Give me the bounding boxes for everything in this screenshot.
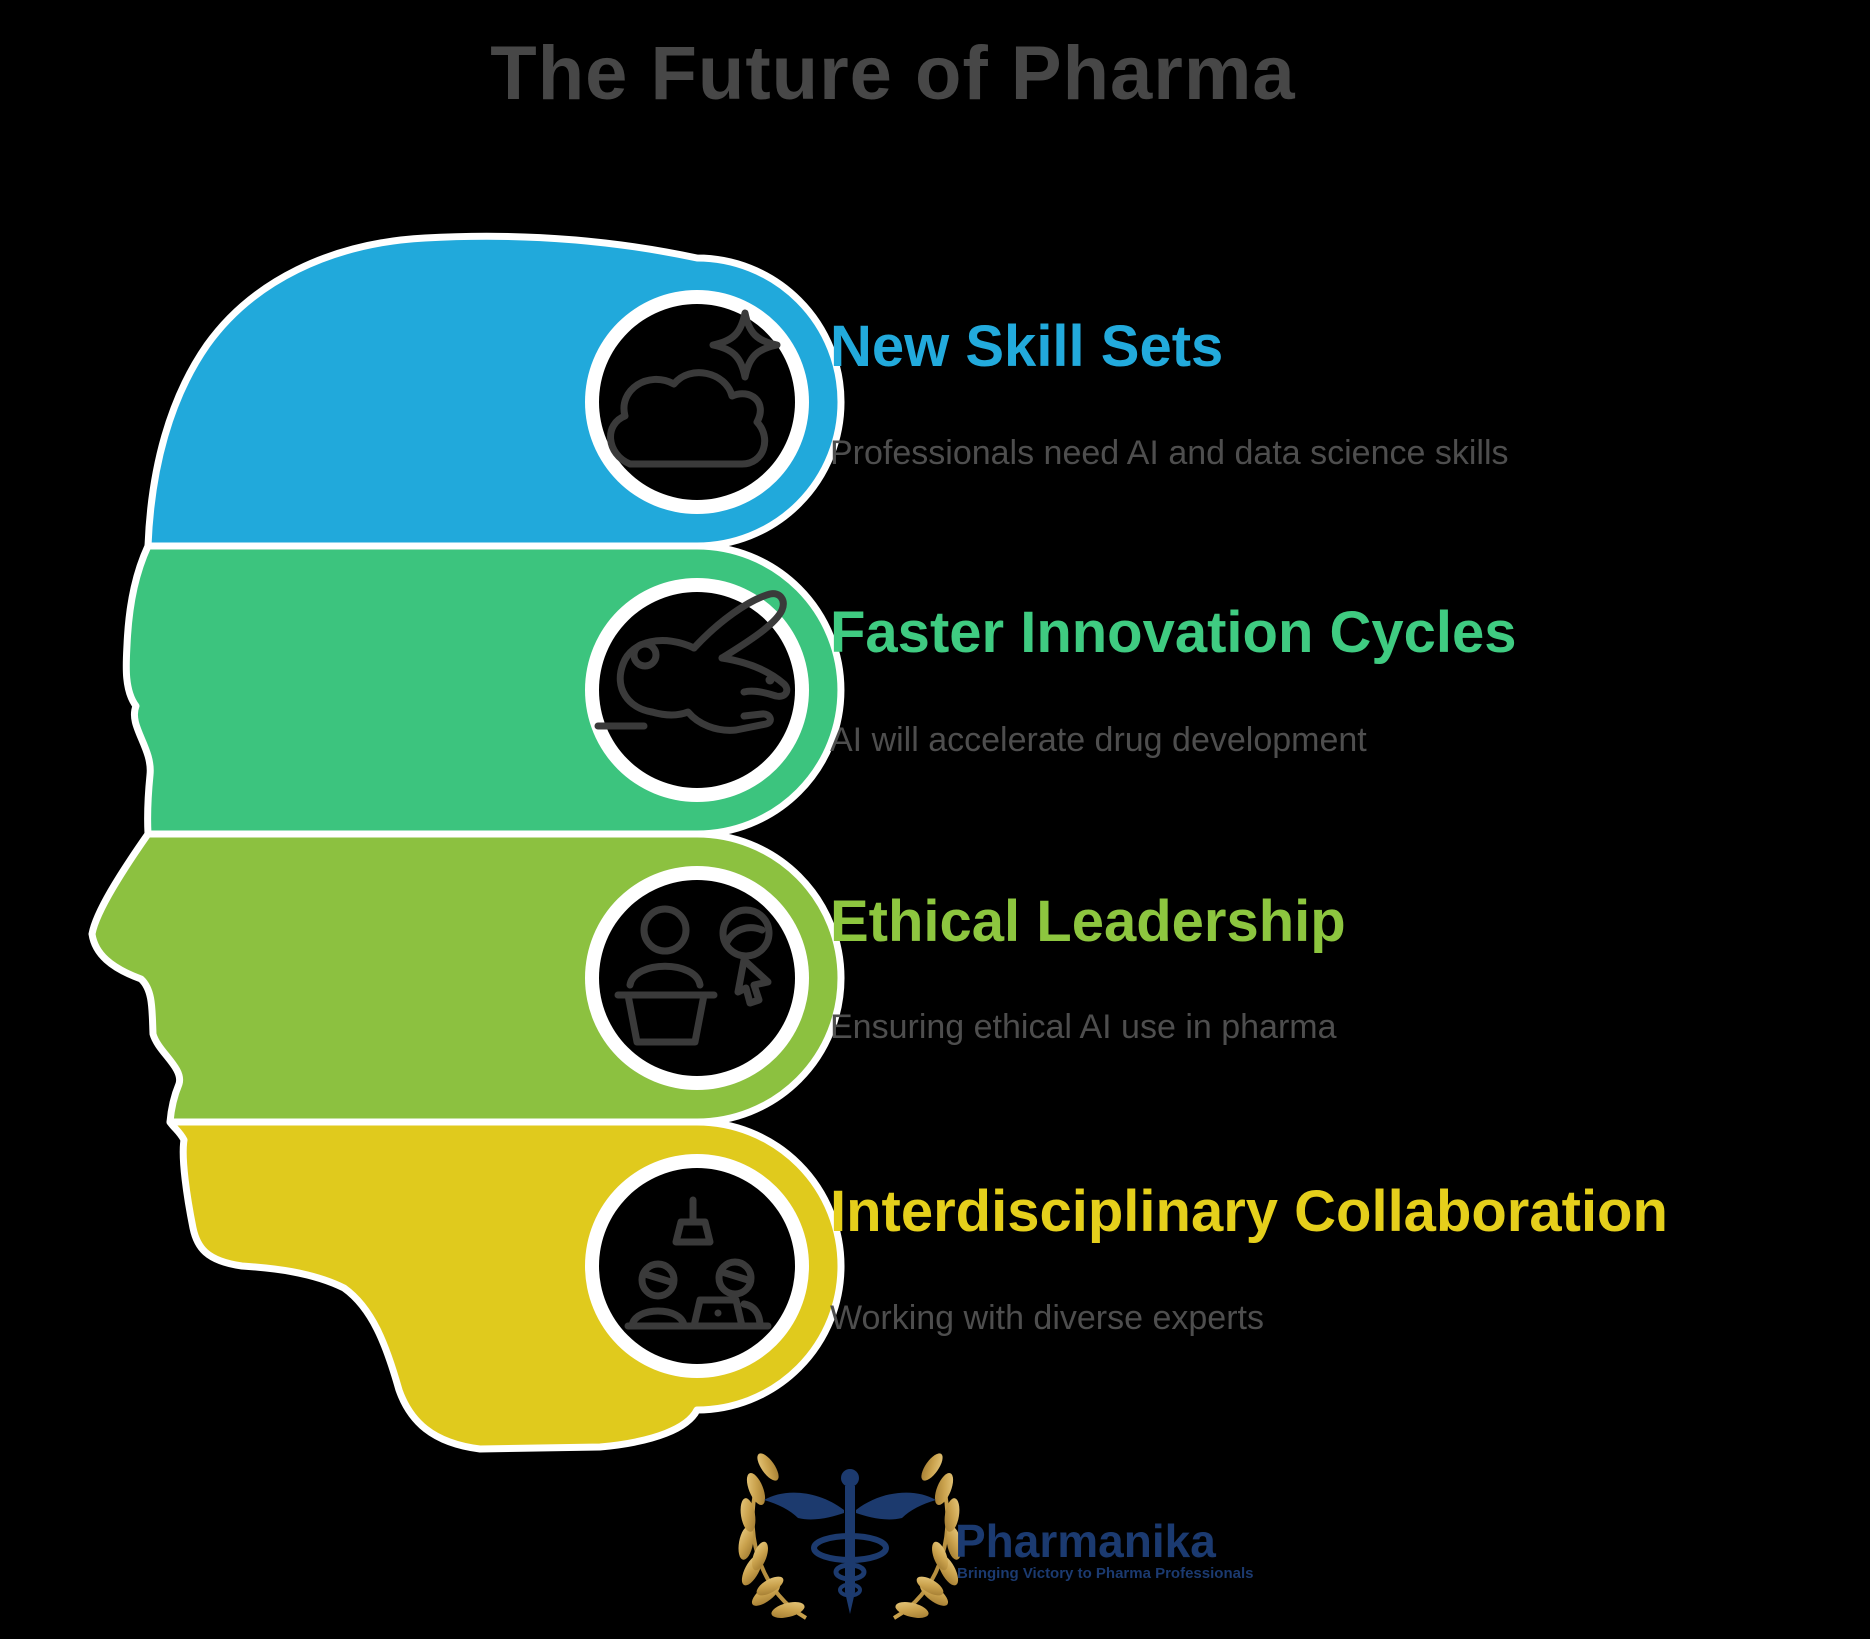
page-title: The Future of Pharma <box>490 31 1296 116</box>
caduceus-icon <box>764 1469 936 1614</box>
laurel-branch <box>738 1453 807 1620</box>
section-body-innovation-cycles: AI will accelerate drug development <box>830 721 1367 759</box>
section-body-ethical-leadership: Ensuring ethical AI use in pharma <box>830 1008 1337 1046</box>
rabbit-icon <box>594 590 791 734</box>
logo-tagline: Bringing Victory to Pharma Professionals <box>957 1565 1254 1582</box>
icon-badge-collaboration <box>585 1154 809 1378</box>
section-body-new-skill-sets: Professionals need AI and data science s… <box>830 434 1509 472</box>
cloud-sparkle-icon <box>607 309 781 468</box>
laurel-branch <box>891 1448 966 1623</box>
logo-brand-name: Pharmanika <box>955 1515 1216 1567</box>
team-collaboration-icon <box>624 1196 772 1330</box>
pharmanika-logo-mark <box>738 1448 966 1623</box>
section-heading-new-skill-sets: New Skill Sets <box>830 314 1224 379</box>
section-heading-interdisciplinary: Interdisciplinary Collaboration <box>830 1179 1668 1244</box>
section-heading-ethical-leadership: Ethical Leadership <box>830 889 1346 954</box>
section-body-interdisciplinary: Working with diverse experts <box>830 1299 1264 1337</box>
section-heading-innovation-cycles: Faster Innovation Cycles <box>830 600 1517 665</box>
person-podium-icon <box>614 905 773 1046</box>
icon-badge-skill-sets <box>585 290 809 514</box>
